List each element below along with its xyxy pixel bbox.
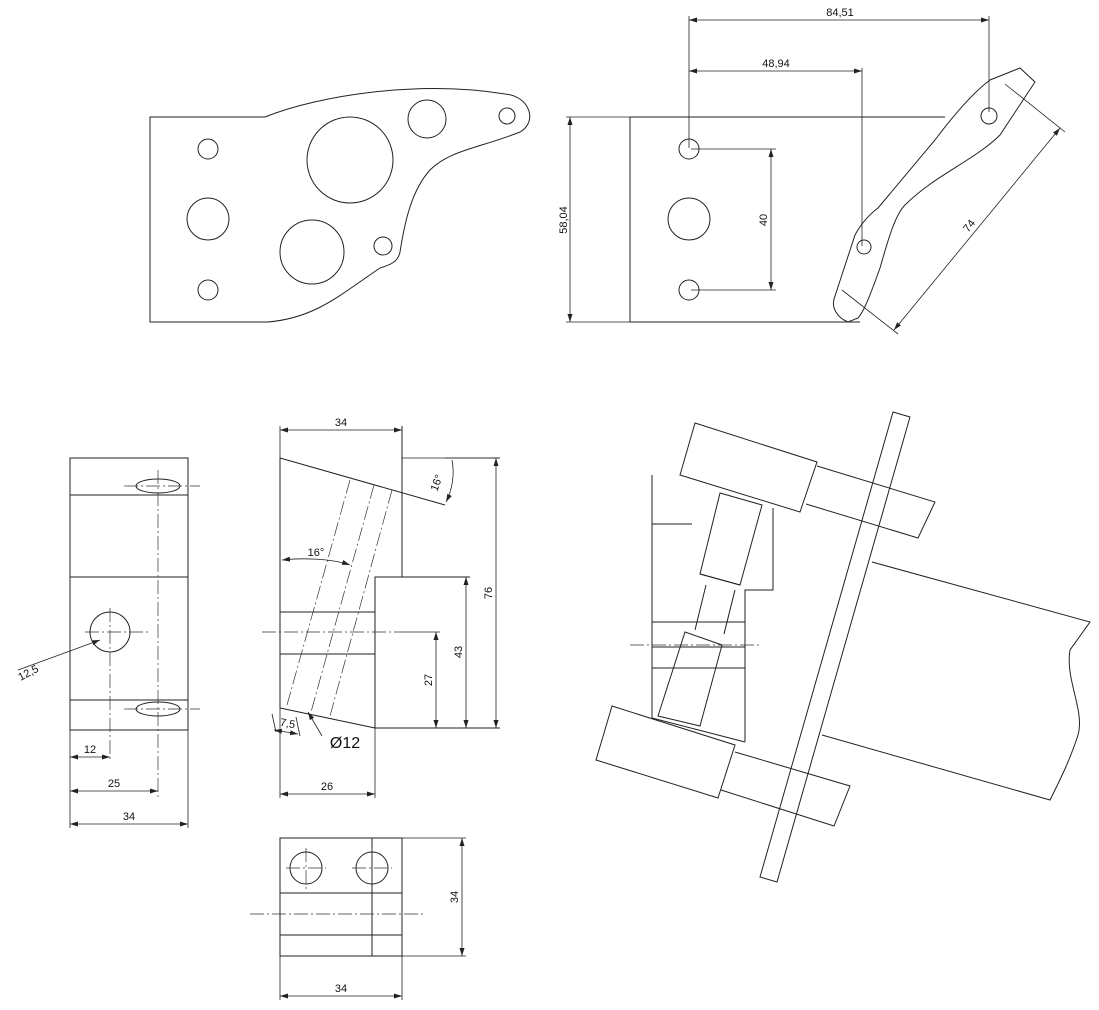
dim-diameter-12: Ø12 [330, 735, 360, 752]
dim-76: 76 [483, 587, 495, 599]
dim-48-94: 48,94 [762, 58, 790, 70]
block-top-view: 34 34 [250, 837, 466, 1000]
dim-25: 25 [108, 778, 120, 790]
dim-34-top-view-w: 34 [335, 983, 347, 995]
block-side-view: 12,5 12 25 34 [16, 457, 200, 828]
dim-12-5: 12,5 [16, 663, 41, 684]
dim-12: 12 [84, 744, 96, 756]
dim-34-side: 34 [123, 811, 135, 823]
dim-84-51: 84,51 [826, 7, 854, 19]
dim-58-04: 58,04 [558, 206, 570, 234]
dim-40: 40 [758, 214, 770, 226]
dim-43: 43 [453, 646, 465, 658]
dim-16deg-inner: 16° [308, 547, 325, 559]
dim-26: 26 [321, 781, 333, 793]
dim-74: 74 [961, 218, 978, 235]
dim-27: 27 [423, 674, 435, 686]
dim-16deg-top: 16° [429, 473, 446, 493]
plate-front-view [149, 88, 531, 323]
dim-34-top: 34 [335, 417, 347, 429]
block-section-view: 34 16° 16° 27 43 76 7,5 Ø12 26 [262, 417, 500, 798]
dim-7-5: 7,5 [279, 717, 296, 731]
plate-assembly-view: 84,51 48,94 58,04 40 74 [558, 7, 1066, 335]
dim-34-top-view-h: 34 [449, 891, 461, 903]
assembly-view [595, 411, 1091, 883]
